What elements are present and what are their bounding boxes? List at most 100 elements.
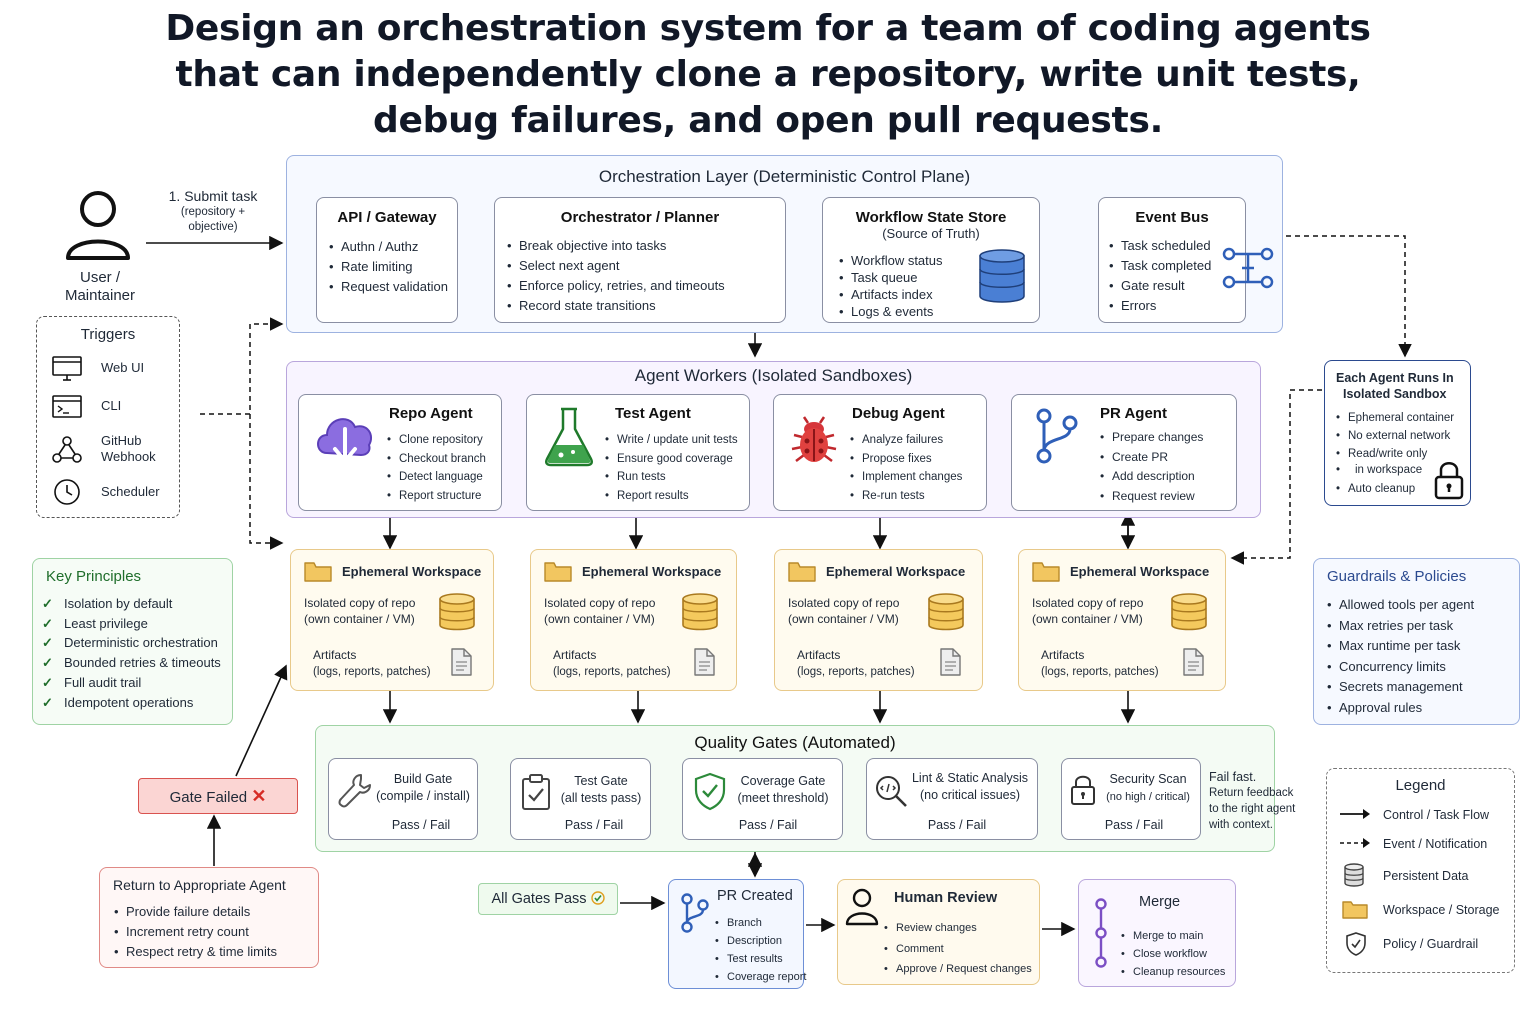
workspace-artifacts-detail: (logs, reports, patches) xyxy=(313,666,431,678)
state-store-list: Workflow status Task queue Artifacts ind… xyxy=(839,252,943,320)
title-line-3: debug failures, and open pull requests. xyxy=(373,100,1163,141)
guardrails-list: Allowed tools per agent Max retries per … xyxy=(1327,595,1474,718)
flask-icon xyxy=(543,405,595,472)
debug-agent-title: Debug Agent xyxy=(852,405,945,422)
folder-icon xyxy=(1032,560,1060,587)
storage-cylinder-icon xyxy=(437,592,477,637)
trigger-web-ui[interactable]: Web UI xyxy=(101,360,145,375)
store-item: Logs & events xyxy=(839,303,943,320)
sandbox-title: Each Agent Runs In Isolated Sandbox xyxy=(1336,370,1454,402)
principle-item: Isolation by default xyxy=(42,594,221,614)
lint-gate[interactable]: Lint & Static Analysis (no critical issu… xyxy=(866,758,1038,840)
sandbox-list: Ephemeral container No external network … xyxy=(1336,409,1454,500)
pr-branch-icon xyxy=(679,892,709,939)
policy-shield-icon xyxy=(1345,931,1367,962)
human-review-title: Human Review xyxy=(894,890,998,906)
repo-agent-item: Clone repository xyxy=(387,431,486,450)
debug-agent-item: Re-run tests xyxy=(850,487,962,506)
principles-title: Key Principles xyxy=(46,568,142,585)
ephemeral-workspace[interactable]: Ephemeral Workspace Isolated copy of rep… xyxy=(1018,549,1226,691)
ephemeral-workspace[interactable]: Ephemeral Workspace Isolated copy of rep… xyxy=(774,549,983,691)
test-agent-card[interactable]: Test Agent Write / update unit tests Ens… xyxy=(526,394,750,511)
workspace-artifacts-detail: (logs, reports, patches) xyxy=(553,666,671,678)
merge-item: Cleanup resources xyxy=(1121,963,1225,981)
workspace-line1: Isolated copy of repo xyxy=(544,596,656,610)
human-review-box[interactable]: Human Review Review changes Comment Appr… xyxy=(837,879,1040,985)
return-item: Provide failure details xyxy=(114,902,277,922)
return-item: Respect retry & time limits xyxy=(114,942,277,962)
test-gate-result: Pass / Fail xyxy=(564,818,624,832)
api-gateway-list: Authn / Authz Rate limiting Request vali… xyxy=(329,237,448,297)
triggers-panel: Triggers Web UI CLI GitHub Webhook Sched… xyxy=(36,316,180,518)
principle-item: Full audit trail xyxy=(42,673,221,693)
bug-icon xyxy=(788,409,840,470)
storage-cylinder-icon xyxy=(926,592,966,637)
build-gate-name: Build Gate xyxy=(393,772,453,786)
document-icon xyxy=(1182,648,1204,681)
legend-control: Control / Task Flow xyxy=(1383,808,1490,822)
bus-item: Gate result xyxy=(1109,276,1211,296)
return-item: Increment retry count xyxy=(114,922,277,942)
all-gates-pass-label: All Gates Pass xyxy=(491,891,587,907)
sandbox-item: No external network xyxy=(1336,427,1454,445)
document-icon xyxy=(939,648,961,681)
monitor-icon xyxy=(51,355,83,388)
storage-cylinder-icon xyxy=(1169,592,1209,637)
branch-icon xyxy=(1032,407,1080,470)
pr-agent-card[interactable]: PR Agent Prepare changes Create PR Add d… xyxy=(1011,394,1237,511)
x-mark-icon: ✕ xyxy=(251,786,267,806)
security-gate-sub: (no high / critical) xyxy=(1106,791,1190,803)
database-icon xyxy=(977,248,1027,309)
trigger-scheduler[interactable]: Scheduler xyxy=(101,484,160,499)
debug-agent-card[interactable]: Debug Agent Analyze failures Propose fix… xyxy=(773,394,987,511)
user-label-2: Maintainer xyxy=(64,287,136,304)
guardrails-title: Guardrails & Policies xyxy=(1327,568,1467,585)
persistent-data-icon xyxy=(1343,863,1365,892)
coverage-gate[interactable]: Coverage Gate (meet threshold) Pass / Fa… xyxy=(682,758,843,840)
merge-box[interactable]: Merge Merge to main Close workflow Clean… xyxy=(1078,879,1236,987)
event-bus-title: Event Bus xyxy=(1135,209,1209,226)
state-store-card: Workflow State Store (Source of Truth) W… xyxy=(822,197,1040,323)
trigger-cli[interactable]: CLI xyxy=(101,398,122,413)
lint-gate-result: Pass / Fail xyxy=(927,818,987,832)
test-agent-item: Ensure good coverage xyxy=(605,450,738,469)
build-gate[interactable]: Build Gate (compile / install) Pass / Fa… xyxy=(328,758,478,840)
ephemeral-workspace[interactable]: Ephemeral Workspace Isolated copy of rep… xyxy=(530,549,737,691)
legend-panel: Legend Control / Task Flow Event / Notif… xyxy=(1326,768,1515,973)
repo-agent-card[interactable]: Repo Agent Clone repository Checkout bra… xyxy=(298,394,502,511)
test-gate-name: Test Gate xyxy=(574,774,628,788)
workspace-line1: Isolated copy of repo xyxy=(304,596,416,610)
workspace-artifacts: Artifacts xyxy=(1041,648,1085,662)
submit-sub-1: (repository + xyxy=(180,206,246,218)
merge-list: Merge to main Close workflow Cleanup res… xyxy=(1121,927,1225,981)
ephemeral-workspace[interactable]: Ephemeral Workspace Isolated copy of rep… xyxy=(290,549,494,691)
review-item: Comment xyxy=(884,939,1032,960)
planner-item: Enforce policy, retries, and timeouts xyxy=(507,276,725,296)
bus-item: Task completed xyxy=(1109,256,1211,276)
workspace-line1: Isolated copy of repo xyxy=(1032,596,1144,610)
gates-title: Quality Gates (Automated) xyxy=(694,733,896,752)
planner-card: Orchestrator / Planner Break objective i… xyxy=(494,197,786,323)
reviewer-icon xyxy=(844,886,880,931)
check-circle-icon xyxy=(590,891,605,907)
workspace-title: Ephemeral Workspace xyxy=(582,564,722,579)
pr-created-box[interactable]: PR Created Branch Description Test resul… xyxy=(668,879,807,989)
security-gate[interactable]: Security Scan (no high / critical) Pass … xyxy=(1061,758,1201,840)
orchestration-title: Orchestration Layer (Deterministic Contr… xyxy=(598,167,971,186)
test-gate[interactable]: Test Gate (all tests pass) Pass / Fail xyxy=(510,758,651,840)
pr-agent-item: Add description xyxy=(1100,467,1203,487)
document-icon xyxy=(450,648,472,681)
trigger-github-webhook[interactable]: GitHub Webhook xyxy=(101,433,156,465)
key-principles-panel: Key Principles Isolation by default Leas… xyxy=(32,558,233,725)
pr-created-item: Branch xyxy=(715,914,807,932)
workspace-artifacts-detail: (logs, reports, patches) xyxy=(797,666,915,678)
workspace-artifacts: Artifacts xyxy=(797,648,841,662)
coverage-gate-sub: (meet threshold) xyxy=(737,791,829,805)
user-label-1: User / xyxy=(79,269,120,286)
terminal-icon xyxy=(51,393,83,426)
state-store-title: Workflow State Store xyxy=(855,209,1007,226)
principles-list: Isolation by default Least privilege Det… xyxy=(42,594,221,712)
merge-title: Merge xyxy=(1139,894,1181,910)
test-agent-title: Test Agent xyxy=(615,405,691,422)
legend-persistent: Persistent Data xyxy=(1383,869,1469,883)
